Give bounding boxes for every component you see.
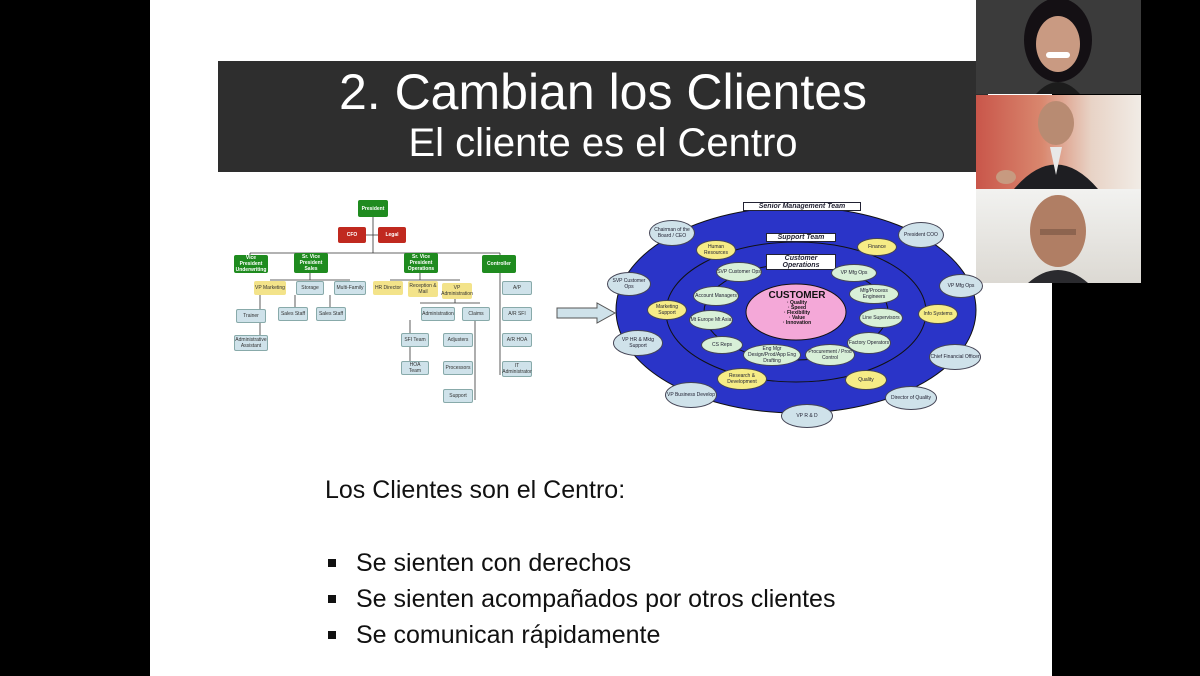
bubble-cs-reps: CS Reps (701, 336, 743, 354)
bullet-list: Se sienten con derechos Se sienten acomp… (325, 545, 835, 653)
org-trainer: Trainer (236, 309, 266, 323)
bubble-factory-operators: Factory Operators (847, 332, 891, 354)
org-hr-director: HR Director (373, 281, 403, 295)
bubble-vp-mfg-ops: VP Mfg Ops (939, 274, 983, 298)
bubble-marketing-support: Marketing Support (647, 300, 687, 320)
customer-operations-label: Customer Operations (766, 254, 836, 270)
customer-label: CUSTOMER (768, 290, 826, 301)
org-president: President (358, 200, 388, 217)
org-sales-staff-2: Sales Staff (316, 307, 346, 321)
bubble-president-coo: President COO (898, 222, 944, 248)
participant-video-3[interactable] (976, 189, 1141, 283)
bullet-text: Se sienten acompañados por otros cliente… (356, 584, 836, 613)
intro-text: Los Clientes son el Centro: (325, 476, 626, 504)
bullet-text: Se sienten con derechos (356, 548, 632, 577)
arrow-right-icon (556, 302, 617, 324)
org-legal: Legal (378, 227, 406, 243)
org-processors: Processors (443, 361, 473, 375)
participant-3-image (1028, 195, 1088, 283)
bubble-vp-mfg-ops-inner: VP Mfg Ops (831, 264, 877, 282)
senior-management-label: Senior Management Team (743, 202, 861, 211)
org-svp-operations: Sr. Vice President Operations (404, 253, 438, 273)
bubble-finance: Finance (857, 238, 897, 256)
bubble-cfo: Chief Financial Officer (929, 344, 981, 370)
org-vp-marketing: VP Marketing (254, 281, 286, 295)
org-it-administrator: IT Administrator (502, 361, 532, 377)
bubble-line-supervisors: Line Supervisors (859, 308, 903, 328)
customer-attr-speed: · Speed (787, 305, 807, 311)
org-storage: Storage (296, 281, 324, 295)
bubble-svp-customer-ops-inner: SVP Customer Ops (716, 262, 762, 282)
slide-title-bar: 2. Cambian los Clientes El cliente es el… (218, 61, 988, 172)
support-team-label: Support Team (766, 233, 836, 242)
bullet-square-icon (328, 595, 336, 603)
participant-2-image (996, 101, 1098, 189)
customer-centric-chart: Senior Management Team Support Team Cust… (603, 200, 983, 430)
customer-attr-value: · Value (788, 315, 806, 321)
bullet-text: Se comunican rápidamente (356, 620, 661, 649)
bullet-item: Se sienten acompañados por otros cliente… (325, 581, 835, 617)
bullet-item: Se sienten con derechos (325, 545, 835, 581)
org-controller: Controller (482, 255, 516, 273)
customer-attr-quality: · Quality (786, 300, 807, 306)
bubble-vp-rd: VP R & D (781, 404, 833, 428)
org-svp-sales: Sr. Vice President Sales (294, 253, 328, 273)
participant-video-1[interactable] (976, 0, 1141, 94)
bubble-vp-hr: VP HR & Mktg Support (613, 330, 663, 356)
bullet-square-icon (328, 559, 336, 567)
org-vp-administration: VP Administration (441, 283, 473, 299)
bubble-chairman: Chairman of the Board / CEO (649, 220, 695, 246)
org-sfi-team: SFI Team (401, 333, 429, 347)
bubble-vp-business-develop: VP Business Develop (665, 382, 717, 408)
org-chart: President CFO Legal Vice President Under… (230, 195, 540, 415)
org-vp-underwriting: Vice President Underwriting (234, 255, 268, 273)
org-sales-staff-1: Sales Staff (278, 307, 308, 321)
bubble-research-development: Research & Development (717, 368, 767, 390)
bubble-procurement: Procurement / Prod Control (805, 344, 855, 366)
bubble-quality: Quality (845, 370, 887, 390)
customer-attr-innovation: · Innovation (782, 320, 812, 326)
org-hoa-team: HOA Team (401, 361, 429, 375)
org-claims: Claims (462, 307, 490, 321)
bubble-info-systems: Info Systems (918, 304, 958, 324)
bullet-item: Se comunican rápidamente (325, 617, 835, 653)
slide-subtitle: El cliente es el Centro (408, 121, 798, 165)
slide-title: 2. Cambian los Clientes (338, 64, 868, 120)
org-cfo: CFO (338, 227, 366, 243)
org-adjusters: Adjusters (443, 333, 473, 347)
org-multi-family: Multi-Family (334, 281, 366, 295)
org-ar-sfi: A/R SFI (502, 307, 532, 321)
org-ar-hoa: A/R HOA (502, 333, 532, 347)
customer-center: CUSTOMER · Quality · Speed · Flexibility… (756, 290, 838, 326)
bubble-director-quality: Director of Quality (885, 386, 937, 410)
participant-1-image (976, 0, 1141, 94)
org-ap: A/P (502, 281, 532, 295)
org-support: Support (443, 389, 473, 403)
bubble-mt-europe-asia: Mt Europe Mt Asia (689, 310, 733, 330)
customer-attr-flexibility: · Flexibility (783, 310, 811, 316)
org-administration: Administration (421, 307, 455, 321)
bubble-eng-mgr: Eng Mgr Design/Prod/App Eng Drafting (743, 344, 801, 366)
org-reception-mail: Reception & Mail (408, 281, 438, 297)
participant-video-2[interactable] (976, 95, 1141, 189)
bullet-square-icon (328, 631, 336, 639)
bubble-account-managers: Account Managers (693, 286, 739, 306)
org-admin-assistant: Administrative Assistant (234, 335, 268, 351)
bubble-svp-customer-ops: SVP Customer Ops (607, 272, 651, 296)
bubble-mfg-process-engineers: Mfg/Process Engineers (849, 284, 899, 304)
bubble-human-resources: Human Resources (696, 240, 736, 260)
